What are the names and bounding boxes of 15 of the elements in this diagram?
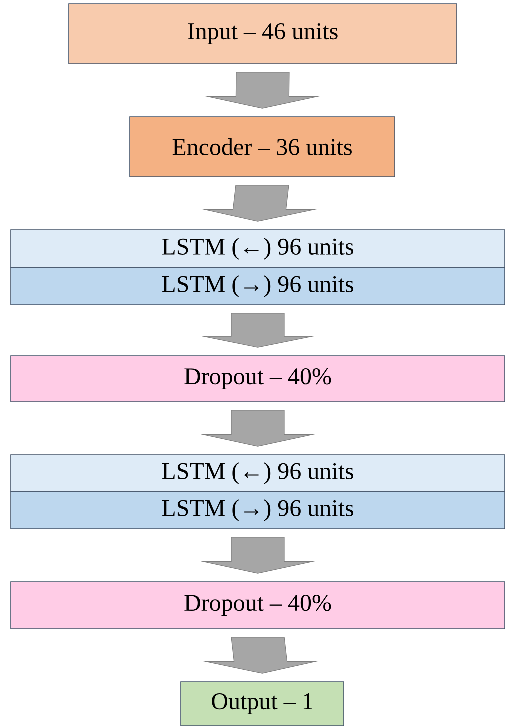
layer-box: LSTM (→) 96 units — [10, 268, 506, 306]
arrow — [200, 537, 316, 574]
layer-box: Output – 1 — [180, 682, 344, 726]
layer-box: LSTM (←) 96 units — [10, 454, 506, 492]
layer-box: Input – 46 units — [68, 4, 458, 64]
layer-box: Dropout – 40% — [10, 356, 506, 402]
layer-box: LSTM (←) 96 units — [10, 230, 506, 268]
arrow — [203, 637, 318, 674]
arrow — [205, 72, 320, 109]
arrow — [200, 410, 316, 447]
layer-box: Encoder – 36 units — [130, 116, 396, 178]
layer-box: Dropout – 40% — [10, 582, 506, 630]
layer-box: LSTM (→) 96 units — [10, 492, 506, 530]
arrow — [202, 185, 318, 222]
arrow — [200, 313, 316, 348]
